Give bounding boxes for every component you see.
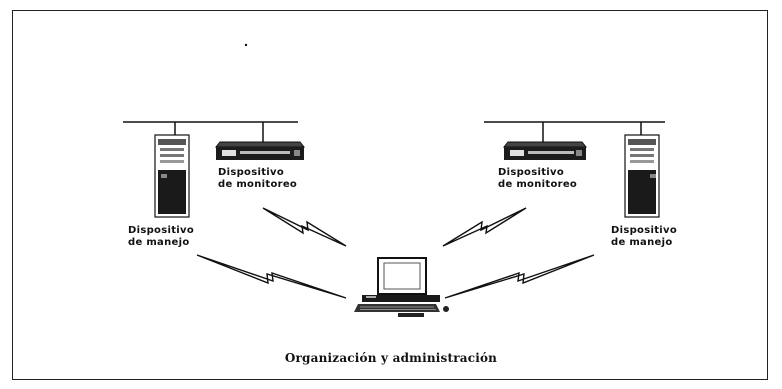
- lightning-link-icon: [196, 254, 347, 299]
- right-network-bus: [484, 121, 665, 142]
- label-line: Dispositivo: [218, 167, 284, 178]
- label-line: Dispositivo: [498, 167, 564, 178]
- desktop-computer-icon: [354, 257, 449, 317]
- stray-dot: [244, 43, 248, 47]
- label-line: Dispositivo: [128, 225, 194, 236]
- diagram-frame: [12, 10, 768, 380]
- tower-server-icon: [154, 134, 190, 218]
- label-monitor-left: Dispositivo de monitoreo: [218, 167, 297, 191]
- label-line: Dispositivo: [611, 225, 677, 236]
- label-monitor-right: Dispositivo de monitoreo: [498, 167, 577, 191]
- label-line: de monitoreo: [218, 179, 298, 190]
- label-line: de manejo: [128, 237, 190, 248]
- label-line: de manejo: [611, 237, 673, 248]
- rack-device-icon: [214, 141, 306, 160]
- diagram-caption: Organización y administración: [284, 351, 498, 365]
- tower-server-icon: [624, 134, 660, 218]
- lightning-link-icon: [444, 254, 595, 299]
- label-line: de monitoreo: [498, 179, 578, 190]
- lightning-link-icon: [442, 207, 527, 247]
- rack-device-icon: [502, 141, 588, 160]
- lightning-link-icon: [262, 207, 347, 247]
- label-manage-right: Dispositivo de manejo: [611, 225, 677, 249]
- label-manage-left: Dispositivo de manejo: [128, 225, 194, 249]
- left-network-bus: [123, 121, 298, 142]
